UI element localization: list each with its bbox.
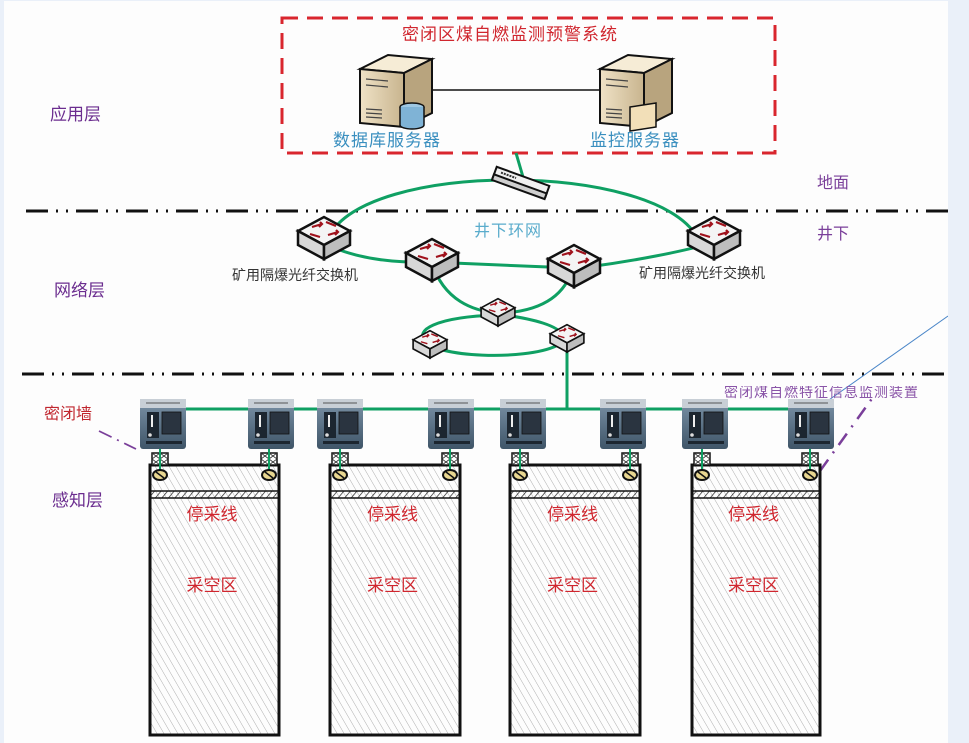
- stop-line-label: 停采线: [728, 505, 779, 525]
- stop-line-label: 停采线: [547, 505, 598, 525]
- monitor-server-icon: [596, 53, 676, 132]
- sensor-probe-icon: [694, 469, 710, 481]
- stop-line-bar: [691, 490, 821, 499]
- switch-icon-left: [296, 215, 352, 261]
- goaf-label: 采空区: [547, 576, 598, 596]
- sensor-probe-icon: [332, 469, 348, 481]
- stop-line-bar: [149, 490, 280, 499]
- switch-icon-ring-right: [546, 243, 602, 289]
- layer-label-application: 应用层: [50, 105, 101, 125]
- switch-icon-right: [686, 215, 742, 261]
- goaf-panel: [328, 447, 462, 737]
- switch-icon-sub-left: [412, 329, 448, 359]
- stop-line-bar: [509, 490, 641, 499]
- switch-icon-sub-center: [480, 297, 516, 327]
- goaf-panel: [508, 447, 642, 737]
- stop-line-bar: [329, 490, 461, 499]
- database-server-icon: [356, 53, 436, 130]
- layer-label-network: 网络层: [54, 281, 105, 301]
- wall-callout-line: [98, 430, 137, 450]
- surface-switch-icon: [490, 165, 551, 201]
- application-system-box: [280, 16, 777, 155]
- switch-icon-ring-left: [404, 237, 460, 283]
- monitoring-device-icon: [499, 398, 547, 450]
- stop-line-label: 停采线: [367, 505, 418, 525]
- switch-label-left: 矿用隔爆光纤交换机: [232, 268, 358, 284]
- monitoring-device-label: 密闭煤自燃特征信息监测装置: [724, 386, 919, 400]
- goaf-panel: [148, 447, 281, 737]
- system-title: 密闭区煤自燃监测预警系统: [402, 25, 618, 45]
- device-callout-line: [808, 315, 948, 415]
- layer-label-perception: 感知层: [52, 491, 103, 511]
- monitoring-device-icon: [681, 398, 729, 450]
- monitoring-device-icon: [599, 398, 647, 450]
- goaf-label: 采空区: [367, 576, 418, 596]
- sensor-probe-icon: [512, 469, 528, 481]
- goaf-label: 采空区: [186, 576, 238, 596]
- diagram-canvas: 应用层 网络层 感知层 地面 井下 密闭区煤自燃监测预警系统 数据库服务器 监控…: [4, 1, 948, 743]
- sensor-probe-icon: [152, 469, 168, 481]
- switch-label-right: 矿用隔爆光纤交换机: [639, 266, 765, 282]
- goaf-panel: [690, 447, 822, 737]
- ring-network-label: 井下环网: [474, 221, 543, 240]
- database-server-label: 数据库服务器: [333, 131, 441, 151]
- sensor-probe-icon: [442, 469, 458, 481]
- diagram-svg: [22, 16, 948, 737]
- monitoring-device-icon: [316, 398, 364, 450]
- zone-label-surface: 地面: [817, 173, 850, 192]
- monitoring-device-icon: [139, 398, 187, 450]
- sensor-probe-icon: [802, 469, 818, 481]
- monitor-server-label: 监控服务器: [590, 131, 680, 151]
- seal-wall-label: 密闭墙: [44, 404, 93, 423]
- zone-label-underground: 井下: [817, 224, 850, 243]
- monitoring-device-icon: [787, 398, 835, 450]
- sensor-probe-icon: [622, 469, 638, 481]
- sensor-probe-icon: [261, 469, 277, 481]
- stop-line-label: 停采线: [186, 505, 238, 525]
- monitoring-device-icon: [247, 398, 295, 450]
- goaf-label: 采空区: [728, 576, 779, 596]
- monitoring-device-icon: [427, 398, 475, 450]
